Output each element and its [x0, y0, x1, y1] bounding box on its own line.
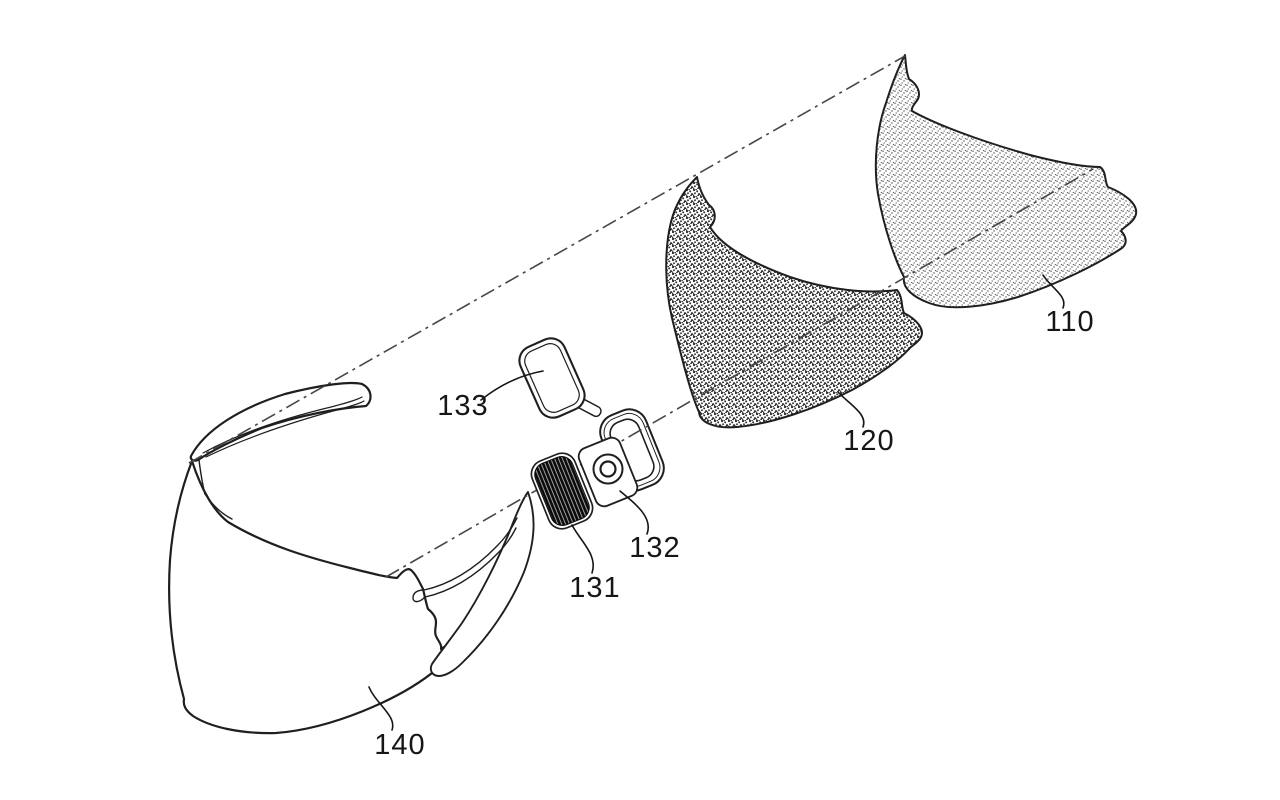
leader-line-131 — [571, 524, 595, 574]
cover-layer-110 — [874, 54, 1138, 309]
part-label-131: 131 — [569, 572, 620, 604]
valve-cap-rim-line — [524, 343, 580, 413]
valve-cap-133 — [518, 337, 586, 419]
part-label-132: 132 — [629, 532, 680, 564]
leader-line-133 — [480, 370, 544, 401]
nose-band-line — [423, 517, 518, 591]
ear-loop-band-line — [202, 396, 363, 454]
valve-membrane-131 — [530, 452, 594, 530]
nose-band-finger-cap — [412, 589, 426, 603]
part-label-120: 120 — [843, 425, 894, 457]
part-labels: 110 120 131 132 133 140 — [374, 306, 1094, 761]
filter-layer-120 — [665, 176, 923, 429]
leader-line-110 — [1042, 274, 1065, 309]
valve-membrane-dark-face — [534, 456, 590, 526]
leader-lines — [368, 274, 1065, 731]
leader-line-120 — [837, 391, 865, 428]
nose-band-line — [424, 527, 517, 598]
leader-line-140 — [368, 686, 394, 731]
side-loop-outline — [429, 491, 535, 677]
part-label-110: 110 — [1045, 306, 1094, 338]
cover-layer-110-stipple — [874, 54, 1138, 309]
ear-loop-outline — [189, 381, 372, 462]
exploded-axis-line-lower — [385, 168, 1094, 578]
part-label-140: 140 — [374, 729, 425, 761]
ear-loop-band-line — [205, 400, 365, 458]
leader-line-132 — [619, 490, 650, 535]
valve-port-plate-132 — [577, 436, 639, 508]
filter-layer-120-stipple — [665, 176, 923, 429]
mask-frame-140 — [168, 381, 535, 735]
mask-neck-fold-line — [204, 493, 233, 520]
part-label-133: 133 — [437, 390, 488, 422]
exploded-axis-line-upper — [188, 55, 906, 464]
valve-port-hole — [599, 460, 617, 478]
mask-body-outline — [168, 459, 457, 735]
valve-assembly — [518, 337, 639, 530]
valve-cap-outer — [518, 337, 586, 419]
